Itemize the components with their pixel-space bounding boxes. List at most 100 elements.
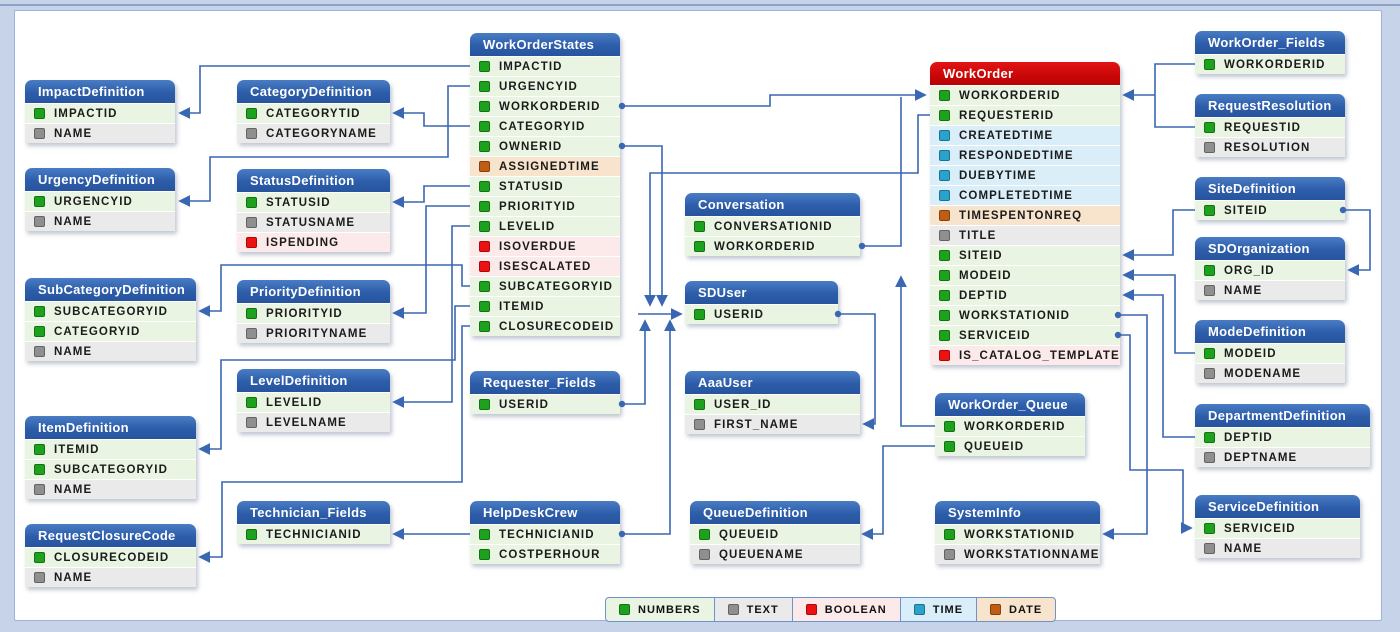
field-row: SUBCATEGORYID: [25, 460, 196, 479]
table-header: WorkOrder_Queue: [935, 393, 1085, 416]
field-label: ITEMID: [499, 300, 545, 313]
legend-label: TEXT: [746, 603, 779, 616]
field-label: LEVELID: [499, 220, 556, 233]
numbers-type-icon: [1204, 59, 1215, 70]
text-type-icon: [939, 230, 950, 241]
field-label: WORKSTATIONID: [964, 528, 1075, 541]
field-row: SERVICEID: [930, 326, 1120, 345]
text-type-icon: [34, 346, 45, 357]
table-header: ItemDefinition: [25, 416, 196, 439]
field-label: STATUSID: [499, 180, 564, 193]
field-label: REQUESTID: [1224, 121, 1301, 134]
numbers-type-icon: [479, 529, 490, 540]
table-header: SDUser: [685, 281, 838, 304]
table-header: SubCategoryDefinition: [25, 278, 196, 301]
field-label: NAME: [54, 127, 93, 140]
field-row: LEVELID: [470, 217, 620, 236]
field-label: DEPTID: [1224, 431, 1273, 444]
field-row: QUEUEID: [935, 437, 1085, 456]
field-row: DEPTID: [930, 286, 1120, 305]
field-row: TECHNICIANID: [237, 525, 390, 544]
field-row: ISESCALATED: [470, 257, 620, 276]
field-row: WORKORDERID: [470, 97, 620, 116]
numbers-type-icon: [479, 101, 490, 112]
numbers-type-icon: [939, 90, 950, 101]
field-row: CATEGORYID: [25, 322, 196, 341]
numbers-type-icon: [939, 110, 950, 121]
field-label: TITLE: [959, 229, 997, 242]
field-label: USERID: [714, 308, 765, 321]
field-label: RESOLUTION: [1224, 141, 1311, 154]
field-label: ITEMID: [54, 443, 100, 456]
field-row: CREATEDTIME: [930, 126, 1120, 145]
field-row: ISOVERDUE: [470, 237, 620, 256]
numbers-type-icon: [1204, 205, 1215, 216]
field-label: ISOVERDUE: [499, 240, 577, 253]
field-label: ISPENDING: [266, 236, 340, 249]
field-row: FIRST_NAME: [685, 415, 860, 434]
field-label: FIRST_NAME: [714, 418, 799, 431]
text-type-icon: [699, 549, 710, 560]
table-header: ImpactDefinition: [25, 80, 175, 103]
field-row: SITEID: [1195, 201, 1345, 220]
text-type-icon: [246, 217, 257, 228]
field-row: WORKORDERID: [930, 86, 1120, 105]
field-label: DUEBYTIME: [959, 169, 1037, 182]
field-label: CLOSURECODEID: [54, 551, 170, 564]
text-type-icon: [246, 417, 257, 428]
field-label: DEPTNAME: [1224, 451, 1298, 464]
numbers-type-icon: [939, 270, 950, 281]
field-label: WORKORDERID: [714, 240, 816, 253]
field-label: MODEID: [959, 269, 1012, 282]
field-label: URGENCYID: [54, 195, 133, 208]
numbers-type-icon: [1204, 265, 1215, 276]
field-row: NAME: [25, 124, 175, 143]
field-label: QUEUEID: [719, 528, 780, 541]
field-row: COMPLETEDTIME: [930, 186, 1120, 205]
field-row: TITLE: [930, 226, 1120, 245]
field-row: NAME: [1195, 281, 1345, 300]
field-row: ITEMID: [470, 297, 620, 316]
numbers-type-icon: [944, 441, 955, 452]
field-row: WORKSTATIONID: [935, 525, 1100, 544]
numbers-type-icon: [479, 81, 490, 92]
field-row: ORG_ID: [1195, 261, 1345, 280]
numbers-type-icon: [246, 197, 257, 208]
field-label: DEPTID: [959, 289, 1008, 302]
text-type-icon: [694, 419, 705, 430]
field-row: NAME: [25, 480, 196, 499]
text-type-icon: [34, 572, 45, 583]
field-row: URGENCYID: [25, 192, 175, 211]
field-row: QUEUENAME: [690, 545, 860, 564]
field-row: NAME: [25, 212, 175, 231]
numbers-type-icon: [246, 108, 257, 119]
field-row: QUEUEID: [690, 525, 860, 544]
